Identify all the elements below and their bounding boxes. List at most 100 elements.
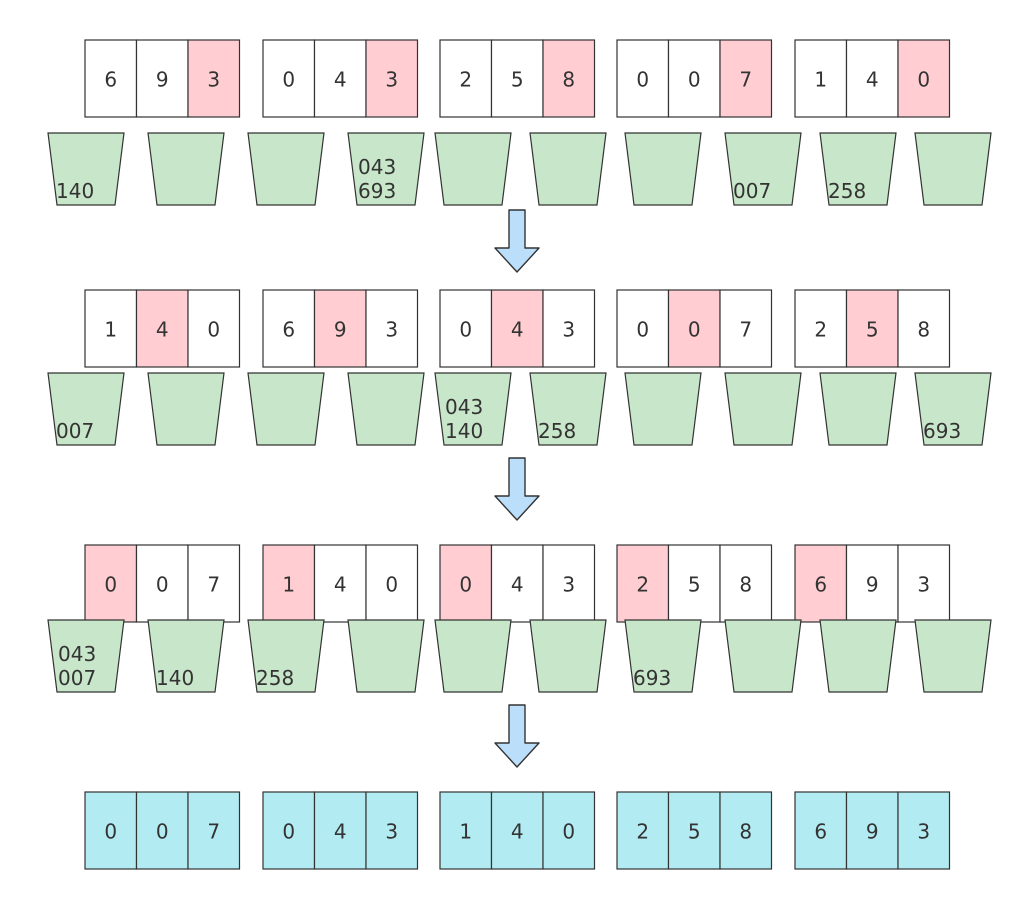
digit-cell [313,544,367,623]
digit-label: 8 [739,820,752,844]
down-arrow-icon [494,209,540,273]
digit-label: 1 [104,318,117,342]
digit-label: 4 [334,573,347,597]
bucket-7 [724,372,802,446]
digit-label: 6 [814,573,827,597]
digit-cell [897,544,951,623]
digit-label: 0 [636,68,649,92]
bucket-9: 693 [914,372,992,446]
digit-cell [845,544,899,623]
bucket-item: 693 [633,666,671,690]
digit-label: 7 [739,68,752,92]
digit-label: 9 [156,68,169,92]
digit-label: 0 [207,318,220,342]
bucket-shape [247,372,325,446]
bucket-9 [914,132,992,206]
bucket-1 [147,372,225,446]
bucket-item: 043 [58,642,96,666]
digit-label: 0 [688,68,701,92]
digit-cell [135,791,189,870]
bucket-shape [47,132,125,206]
bucket-shape [147,619,225,693]
bucket-shape [347,619,425,693]
digit-cell [439,791,493,870]
digit-cell [187,39,241,118]
digit-label: 0 [917,68,930,92]
digit-cell [84,39,138,118]
down-arrow-icon [494,457,540,521]
bucket-shape [819,132,897,206]
digit-cell [719,289,773,368]
bucket-shape [47,372,125,446]
bucket-item: 258 [828,179,866,203]
bucket-9 [914,619,992,693]
bucket-shape [247,132,325,206]
bucket-0: 140 [47,132,125,206]
bucket-shape [529,132,607,206]
bucket-5 [529,619,607,693]
bucket-shape [247,619,325,693]
bucket-8 [819,619,897,693]
digit-cell [187,544,241,623]
digit-label: 1 [814,68,827,92]
bucket-item: 140 [156,666,194,690]
digit-cell [794,544,848,623]
digit-label: 4 [156,318,169,342]
bucket-3 [347,619,425,693]
digit-cell [490,39,544,118]
digit-label: 0 [282,820,295,844]
digit-label: 0 [104,573,117,597]
digit-label: 4 [334,820,347,844]
digit-label: 9 [866,820,879,844]
digit-label: 3 [562,318,575,342]
bucket-shape [724,372,802,446]
bucket-item: 140 [56,179,94,203]
bucket-shape [724,619,802,693]
digit-cell [845,39,899,118]
bucket-item: 258 [256,666,294,690]
bucket-shape [914,372,992,446]
digit-label: 0 [282,68,295,92]
bucket-shape [724,132,802,206]
bucket-7: 007 [724,132,802,206]
digit-cell [135,39,189,118]
digit-label: 0 [459,318,472,342]
bucket-shape [347,132,425,206]
bucket-shape [624,372,702,446]
bucket-5 [529,132,607,206]
digit-label: 3 [562,573,575,597]
digit-cell [616,39,670,118]
bucket-7 [724,619,802,693]
digit-label: 0 [385,573,398,597]
digit-cell [262,289,316,368]
digit-cell [84,544,138,623]
bucket-item: 007 [56,419,94,443]
digit-cell [365,791,419,870]
digit-label: 6 [814,820,827,844]
digit-cell [365,39,419,118]
digit-label: 8 [739,573,752,597]
bucket-item: 043 [445,395,483,419]
digit-cell [439,39,493,118]
digit-cell [439,544,493,623]
digit-cell [187,289,241,368]
digit-label: 0 [688,318,701,342]
digit-cell [667,544,721,623]
bucket-shape [914,132,992,206]
digit-cell [719,544,773,623]
bucket-shape [819,372,897,446]
digit-cell [845,791,899,870]
digit-label: 4 [334,68,347,92]
bucket-shape [529,619,607,693]
bucket-item: 007 [733,179,771,203]
digit-label: 4 [511,820,524,844]
digit-label: 8 [562,68,575,92]
